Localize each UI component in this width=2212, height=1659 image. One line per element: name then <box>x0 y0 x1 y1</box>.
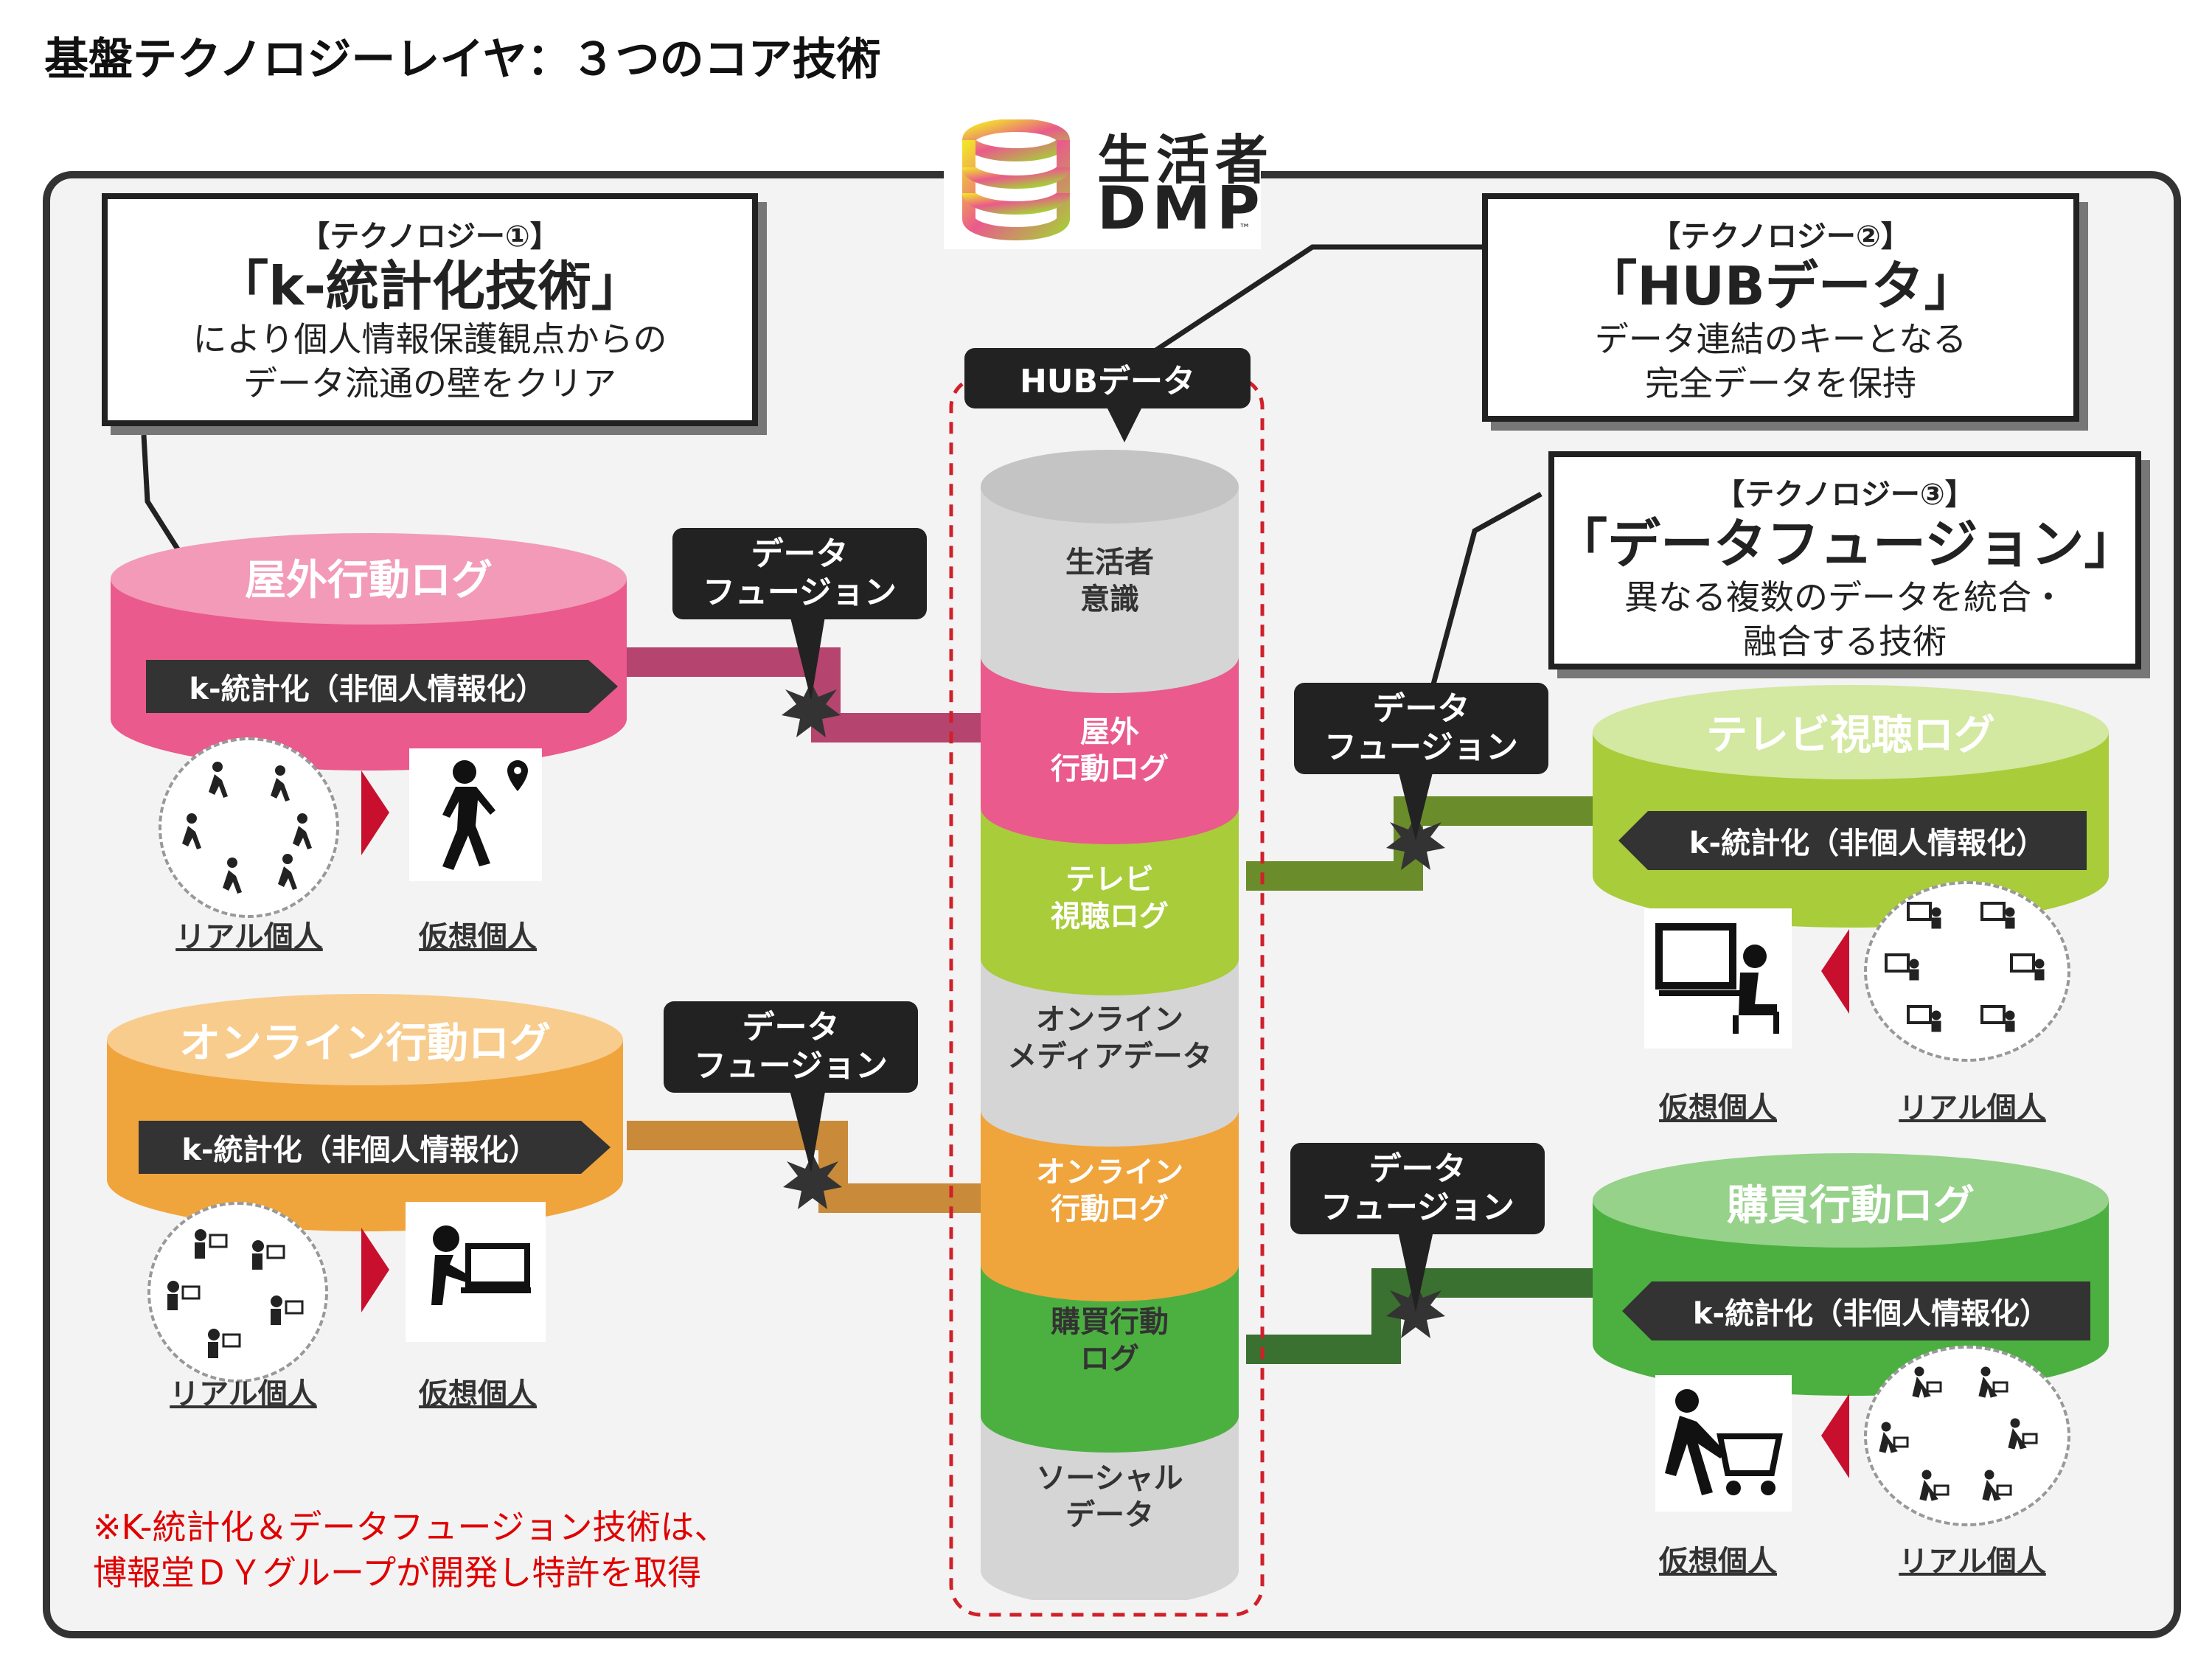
data-fusion-bubble-purchase: データフュージョン <box>1290 1143 1545 1234</box>
data-fusion-bubble-outdoor: データフュージョン <box>672 528 927 619</box>
hub-data-label: HUBデータ <box>964 348 1251 408</box>
tech1-tag: 【テクノロジー①】 <box>300 220 560 254</box>
tech1-callout: 【テクノロジー①】 「k-統計化技術」 により個人情報保護観点からの データ流通… <box>102 193 758 426</box>
logo: 生活者 DMP ™ <box>944 111 1268 249</box>
virtual-shopper-icon <box>1655 1375 1792 1512</box>
banner-arrow-icon <box>581 1121 611 1174</box>
hub-segment-labels: 生活者意識 屋外行動ログ テレビ視聴ログ オンラインメディアデータ オンライン行… <box>981 442 1239 1600</box>
logo-text-bottom: DMP <box>1097 174 1266 243</box>
footnote-line2: 博報堂ＤＹグループが開発し特許を取得 <box>93 1553 702 1593</box>
virtual-person-caption-outdoor: 仮想個人 <box>419 920 537 954</box>
hub-segment-3: テレビ視聴ログ <box>1051 863 1169 933</box>
real-person-caption-outdoor: リアル個人 <box>175 920 323 954</box>
tech3-desc-line2: 融合する技術 <box>1743 622 1947 661</box>
virtual-walker-icon <box>409 748 542 881</box>
fusion-bubble-tails <box>789 406 1434 1312</box>
hub-segment-2: 屋外行動ログ <box>1051 715 1169 786</box>
red-arrow-left-icon <box>1821 1394 1849 1478</box>
real-walkers-circle <box>159 737 339 918</box>
logo-trademark: ™ <box>1239 221 1251 235</box>
tech2-tag: 【テクノロジー②】 <box>1651 220 1910 254</box>
walking-people-icon <box>182 762 312 894</box>
hub-segment-5: オンライン行動ログ <box>1036 1155 1183 1226</box>
tech3-desc-line1: 異なる複数のデータを統合・ <box>1624 577 2065 617</box>
tech2-title: 「HUBデータ」 <box>1584 255 1978 317</box>
hub-segment-6: 購買行動ログ <box>1051 1305 1169 1376</box>
tech3-callout: 【テクノロジー③】 「データフュージョン」 異なる複数のデータを統合・ 融合する… <box>1548 451 2141 669</box>
k-banner-tv: k-統計化（非個人情報化） <box>1648 811 2087 870</box>
k-banner-outdoor: k-統計化（非個人情報化） <box>146 660 588 713</box>
tech3-tag: 【テクノロジー③】 <box>1715 478 1975 512</box>
red-arrow-icon <box>361 771 389 855</box>
pc-users-icon <box>167 1229 304 1358</box>
red-arrow-left-icon <box>1821 929 1849 1014</box>
purchase-log-title: 購買行動ログ <box>1727 1182 1975 1230</box>
virtual-person-caption-purchase: 仮想個人 <box>1659 1545 1777 1579</box>
virtual-pc-user-icon <box>406 1202 546 1342</box>
virtual-tv-viewer-icon <box>1644 908 1792 1048</box>
virtual-person-caption-online: 仮想個人 <box>419 1377 537 1411</box>
real-person-caption-tv: リアル個人 <box>1899 1091 2046 1125</box>
page-title: 基盤テクノロジーレイヤ：３つのコア技術 <box>44 34 881 86</box>
database-logo-icon <box>962 119 1070 240</box>
footnote-line1: ※K-統計化＆データフュージョン技術は、 <box>93 1507 728 1547</box>
tech1-title: 「k-統計化技術」 <box>215 255 644 317</box>
logo-text-top: 生活者 <box>1097 129 1275 191</box>
tv-log-title: テレビ視聴ログ <box>1706 712 1995 759</box>
hub-segment-1: 生活者意識 <box>1065 546 1154 616</box>
k-banner-purchase: k-統計化（非個人情報化） <box>1652 1281 2090 1340</box>
footnote: ※K-統計化＆データフュージョン技術は、 博報堂ＤＹグループが開発し特許を取得 <box>93 1504 728 1596</box>
hub-segment-4: オンラインメディアデータ <box>1007 1003 1212 1074</box>
banner-arrow-icon <box>588 660 618 713</box>
shoppers-icon <box>1879 1366 2038 1501</box>
real-person-caption-purchase: リアル個人 <box>1899 1545 2046 1579</box>
virtual-person-caption-tv: 仮想個人 <box>1659 1091 1777 1125</box>
k-banner-online: k-統計化（非個人情報化） <box>139 1121 581 1174</box>
tech2-callout: 【テクノロジー②】 「HUBデータ」 データ連結のキーとなる 完全データを保持 <box>1482 193 2079 422</box>
tech2-pointer <box>1149 244 1489 356</box>
red-arrow-icon <box>361 1228 389 1312</box>
online-log-title: オンライン行動ログ <box>179 1020 551 1068</box>
tech1-desc-line2: データ流通の壁をクリア <box>243 364 616 403</box>
outdoor-log-title: 屋外行動ログ <box>245 557 493 605</box>
hub-segment-7: ソーシャルデータ <box>1036 1461 1183 1532</box>
tech3-title: 「データフュージョン」 <box>1554 513 2138 575</box>
data-fusion-bubble-tv: データフュージョン <box>1294 683 1548 774</box>
real-pc-users-circle <box>147 1202 328 1382</box>
banner-arrow-left-icon <box>1618 811 1648 870</box>
real-person-caption-online: リアル個人 <box>170 1377 317 1411</box>
tech2-desc-line1: データ連結のキーとなる <box>1594 319 1967 359</box>
data-fusion-bubble-online: データフュージョン <box>664 1001 918 1093</box>
tv-viewers-icon <box>1885 902 2045 1032</box>
tech3-pointer <box>1420 491 1543 723</box>
tech2-desc-line2: 完全データを保持 <box>1645 364 1916 403</box>
banner-arrow-left-icon <box>1622 1281 1652 1340</box>
hub-cylinder-stack <box>981 450 1239 1600</box>
tech1-desc-line1: により個人情報保護観点からの <box>192 319 667 359</box>
